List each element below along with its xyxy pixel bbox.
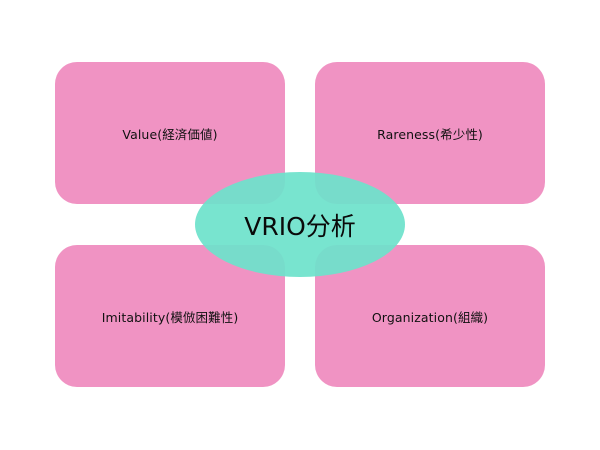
vrio-center-ellipse: VRIO分析: [195, 172, 405, 277]
organization-label: Organization(組織): [371, 309, 489, 325]
rareness-label: Rareness(希少性): [377, 126, 483, 142]
value-box: Value(経済価値): [55, 62, 285, 204]
imitability-label: Imitability(模倣困難性): [101, 309, 239, 325]
vrio-title: VRIO分析: [244, 211, 356, 241]
value-label: Value(経済価値): [122, 126, 218, 142]
organization-box: Organization(組織): [315, 245, 545, 387]
